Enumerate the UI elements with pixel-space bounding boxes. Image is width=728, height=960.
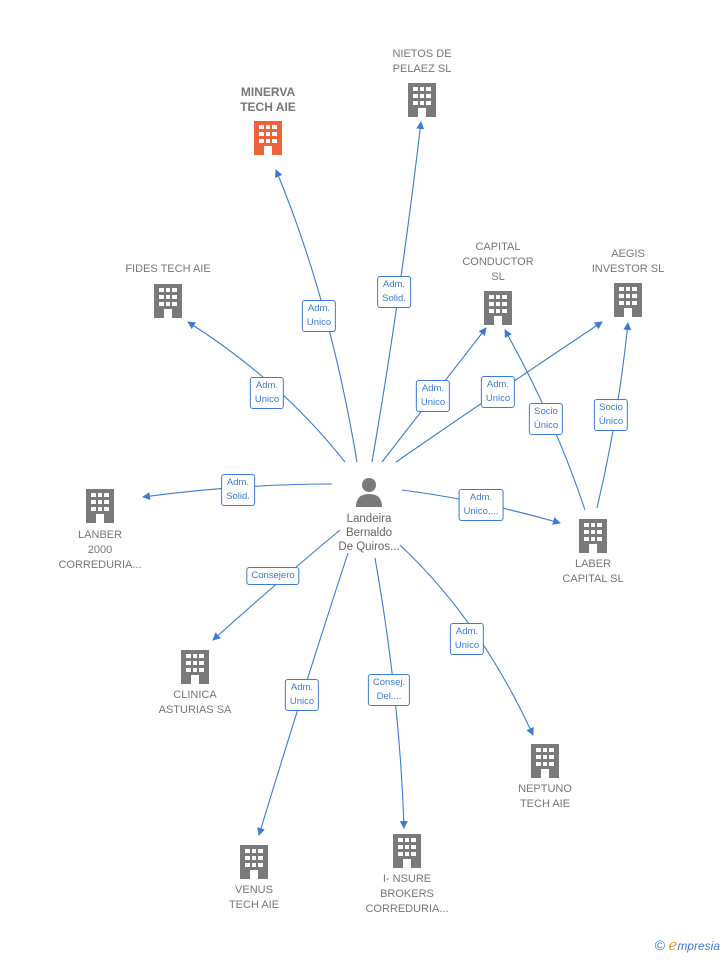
company-node-insure[interactable]: I- NSURE BROKERS CORREDURIA... bbox=[352, 832, 462, 917]
building-icon bbox=[240, 845, 268, 879]
edge-label-capital[interactable]: Adm. Unico bbox=[415, 380, 451, 412]
edge-label-laber[interactable]: Adm. Unico,... bbox=[458, 489, 504, 521]
company-node-fides[interactable]: FIDES TECH AIE bbox=[110, 262, 226, 320]
person-name: Landeira Bernaldo De Quiros... bbox=[338, 513, 400, 553]
company-node-clinica[interactable]: CLINICA ASTURIAS SA bbox=[145, 648, 245, 718]
person-icon bbox=[356, 478, 382, 507]
edge-label-aegis[interactable]: Adm. Unico bbox=[480, 376, 516, 408]
building-icon bbox=[531, 744, 559, 778]
company-node-venus[interactable]: VENUS TECH AIE bbox=[204, 843, 304, 913]
brand-name: mpresia bbox=[677, 939, 720, 953]
edge-label-venus[interactable]: Adm. Unico bbox=[284, 679, 320, 711]
building-icon bbox=[614, 283, 642, 317]
company-name: AEGIS INVESTOR SL bbox=[591, 248, 665, 275]
company-name: LANBER 2000 CORREDURIA... bbox=[58, 529, 142, 571]
company-node-neptuno[interactable]: NEPTUNO TECH AIE bbox=[495, 742, 595, 812]
edge-label-minerva[interactable]: Adm. Unico bbox=[301, 300, 337, 332]
company-name: FIDES TECH AIE bbox=[125, 263, 211, 275]
building-icon bbox=[86, 489, 114, 523]
company-name: NEPTUNO TECH AIE bbox=[518, 783, 572, 810]
brand-initial: e bbox=[668, 936, 678, 954]
building-icon bbox=[484, 291, 512, 325]
building-icon bbox=[181, 650, 209, 684]
edge-label-laber-aegis[interactable]: Socio Único bbox=[593, 399, 629, 431]
company-node-laber[interactable]: LABER CAPITAL SL bbox=[543, 517, 643, 587]
company-name: MINERVA TECH AIE bbox=[240, 85, 296, 114]
company-node-nietos[interactable]: NIETOS DE PELAEZ SL bbox=[372, 47, 472, 119]
building-icon bbox=[154, 284, 182, 318]
edge-label-clinica[interactable]: Consejero bbox=[246, 567, 300, 585]
company-name: LABER CAPITAL SL bbox=[562, 558, 624, 585]
edge-label-laber-capital[interactable]: Socio Único bbox=[528, 403, 564, 435]
building-icon bbox=[579, 519, 607, 553]
company-node-aegis[interactable]: AEGIS INVESTOR SL bbox=[578, 247, 678, 319]
edge-label-lanber[interactable]: Adm. Solid. bbox=[221, 474, 255, 506]
edge-label-nietos[interactable]: Adm. Solid. bbox=[377, 276, 411, 308]
company-name: NIETOS DE PELAEZ SL bbox=[392, 48, 452, 75]
edge-label-fides[interactable]: Adm. Unico bbox=[249, 377, 285, 409]
edge-label-insure[interactable]: Consej. Del.... bbox=[367, 674, 411, 706]
building-icon bbox=[393, 834, 421, 868]
company-name: VENUS TECH AIE bbox=[228, 884, 280, 911]
building-icon bbox=[408, 83, 436, 117]
brand-logo[interactable]: © empresia bbox=[655, 936, 720, 954]
company-node-minerva[interactable]: MINERVA TECH AIE bbox=[218, 85, 318, 157]
company-node-capital[interactable]: CAPITAL CONDUCTOR SL bbox=[450, 240, 546, 327]
building-icon bbox=[254, 121, 282, 155]
edge-label-neptuno[interactable]: Adm. Unico bbox=[449, 623, 485, 655]
company-name: CLINICA ASTURIAS SA bbox=[158, 689, 232, 716]
company-node-lanber[interactable]: LANBER 2000 CORREDURIA... bbox=[50, 487, 150, 573]
copyright-symbol: © bbox=[654, 937, 666, 953]
company-name: CAPITAL CONDUCTOR SL bbox=[462, 241, 534, 283]
company-name: I- NSURE BROKERS CORREDURIA... bbox=[365, 873, 449, 915]
person-node-center[interactable]: Landeira Bernaldo De Quiros... bbox=[318, 476, 420, 554]
